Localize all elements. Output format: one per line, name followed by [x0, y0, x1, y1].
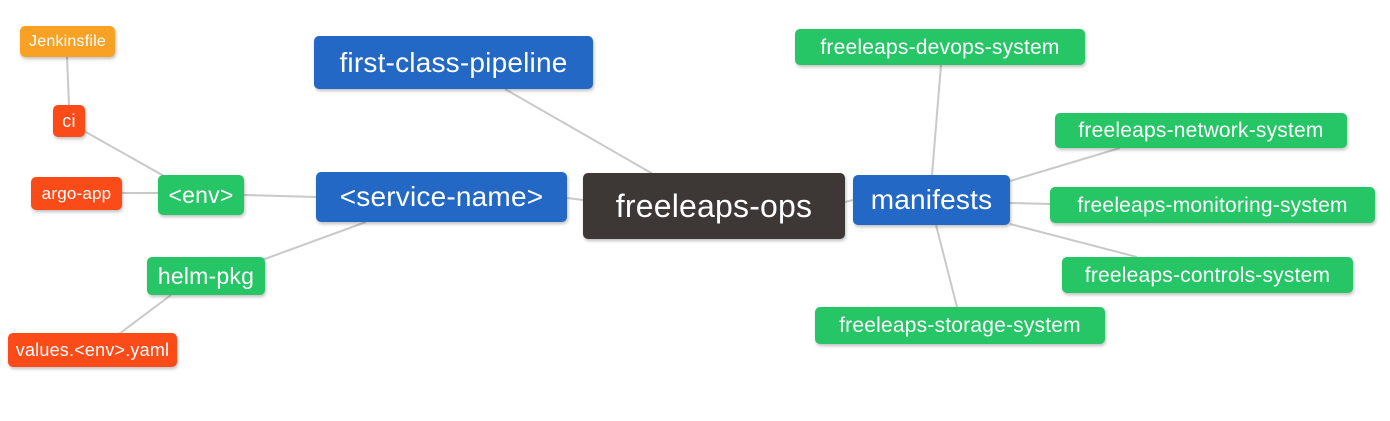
node-controls-system[interactable]: freeleaps-controls-system [1062, 257, 1353, 293]
node-freeleaps-ops[interactable]: freeleaps-ops [583, 173, 845, 239]
node-helm-pkg[interactable]: helm-pkg [147, 257, 265, 295]
edge-ci-to-env [83, 130, 165, 177]
node-first-class-pipeline[interactable]: first-class-pipeline [314, 36, 593, 89]
edge-service-name-to-helm-pkg [261, 221, 367, 261]
node-ci[interactable]: ci [53, 105, 85, 137]
node-values-env-yaml[interactable]: values.<env>.yaml [8, 333, 177, 367]
node-argo-app[interactable]: argo-app [31, 177, 122, 210]
edge-helm-pkg-to-values-env-yaml [118, 294, 172, 335]
node-network-system[interactable]: freeleaps-network-system [1055, 113, 1347, 148]
node-manifests[interactable]: manifests [853, 175, 1010, 225]
edge-manifests-to-storage-system [935, 224, 958, 308]
node-devops-system[interactable]: freeleaps-devops-system [795, 29, 1085, 65]
edge-manifests-to-controls-system [1009, 223, 1138, 258]
edge-manifests-to-monitoring-system [1009, 202, 1051, 205]
node-service-name[interactable]: <service-name> [316, 172, 567, 222]
edge-freeleaps-ops-to-manifests [844, 199, 854, 203]
node-jenkinsfile[interactable]: Jenkinsfile [20, 26, 115, 57]
edge-first-class-pipeline-to-freeleaps-ops [504, 88, 654, 175]
node-storage-system[interactable]: freeleaps-storage-system [815, 307, 1105, 344]
edge-env-to-service-name [243, 194, 317, 198]
edge-manifests-to-network-system [1009, 147, 1121, 182]
edge-manifests-to-devops-system [931, 64, 942, 176]
edge-service-name-to-freeleaps-ops [566, 197, 584, 201]
node-env[interactable]: <env> [158, 175, 244, 215]
node-monitoring-system[interactable]: freeleaps-monitoring-system [1050, 187, 1375, 223]
edge-jenkinsfile-to-ci [66, 56, 70, 106]
